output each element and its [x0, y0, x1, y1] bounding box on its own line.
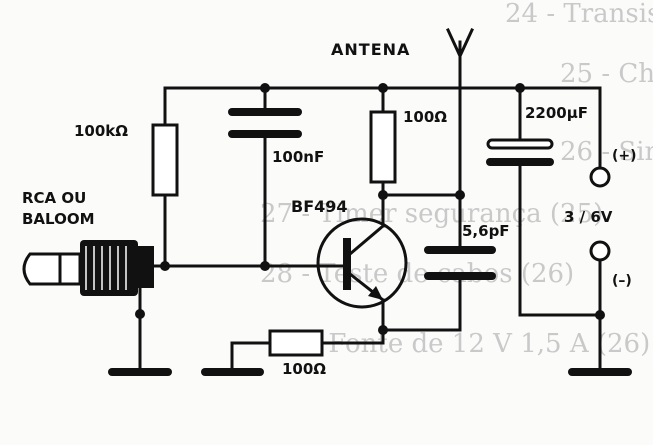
junction-dot: [160, 261, 170, 271]
label-c-filter: 2200µF: [525, 104, 588, 122]
bg-line-3: 26 - Sinalizador de chamada telefô: [560, 137, 653, 167]
resistor-100-collector: [369, 110, 397, 184]
junction-dot: [515, 83, 525, 93]
label-supply-voltage: 3 / 6V: [564, 208, 613, 226]
resistor-100-emitter: [268, 329, 324, 357]
label-supply-plus: (+): [612, 148, 637, 164]
emitter-wire: [381, 298, 462, 332]
junction-dot: [455, 190, 465, 200]
antenna-icon: [446, 28, 474, 60]
emitter-arrow-icon: [368, 286, 383, 300]
filter-cap-wire: [518, 86, 602, 317]
label-r-bias: 100kΩ: [74, 122, 128, 140]
capacitor-2200uf: [486, 138, 554, 166]
label-rca-2: BALOOM: [22, 210, 95, 228]
background-text: 24 - Transistor infravermelho (23) 25 - …: [260, 0, 653, 359]
junction-dot: [378, 83, 388, 93]
terminal-minus: [589, 240, 611, 262]
junction-dot: [595, 310, 605, 320]
terminal-plus: [589, 166, 611, 188]
label-c-feedback: 5,6pF: [462, 222, 510, 240]
junction-dot: [378, 325, 388, 335]
junctions: [135, 83, 605, 335]
capacitor-5-6pf: [424, 246, 496, 280]
junction-dot: [260, 83, 270, 93]
transistor-bf494: [316, 217, 408, 309]
rca-connector: [22, 240, 154, 296]
bg-line-1: 24 - Transistor infravermelho (23): [505, 0, 653, 29]
label-transistor: BF494: [291, 197, 348, 216]
bg-line-2: 25 - Chave de código (24): [560, 59, 653, 89]
antenna-symbol: [446, 28, 474, 60]
junction-dot: [260, 261, 270, 271]
capacitor-100nf: [228, 108, 302, 138]
label-r-collector: 100Ω: [403, 108, 447, 126]
junction-dot: [135, 309, 145, 319]
bg-line-4: 27 - Timer segurança (25): [260, 199, 603, 229]
label-antenna: ANTENA: [331, 40, 410, 59]
label-r-emitter: 100Ω: [282, 360, 326, 378]
junction-dot: [378, 190, 388, 200]
label-rca-1: RCA OU: [22, 189, 86, 207]
bg-line-5: 28 - Teste de cabos (26): [260, 259, 574, 289]
resistor-100k: [151, 123, 179, 197]
label-supply-minus: (–): [612, 273, 632, 289]
label-c-coupling: 100nF: [272, 148, 324, 166]
